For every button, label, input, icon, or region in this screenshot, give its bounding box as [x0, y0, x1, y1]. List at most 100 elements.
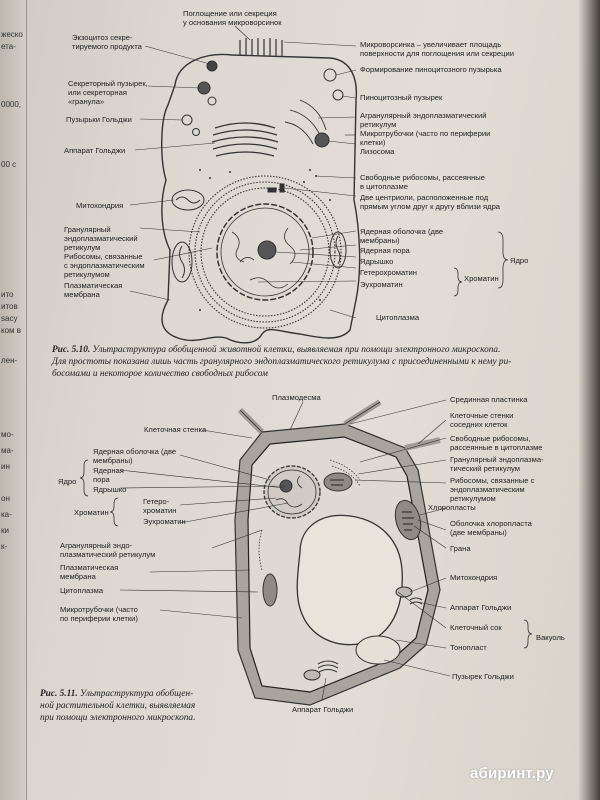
label-p-agranular-er-1: Агранулярный эндо-	[60, 541, 133, 550]
label-mitochondrion: Митохондрия	[76, 201, 123, 210]
leader-lines-511-right	[289, 399, 451, 701]
label-p-nuclear-pore-2: пора	[93, 475, 111, 484]
previous-page-fragment: sacy	[1, 314, 18, 323]
label-p-golgi: Аппарат Гольджи	[450, 603, 511, 612]
label-centrioles-1: Две центриоли, расположенные под	[360, 193, 489, 202]
label-plasma-membrane-1: Плазматическая	[64, 281, 122, 290]
label-nuclear-pore: Ядерная пора	[360, 246, 411, 255]
label-p-microtubules-2: по периферии клетки)	[60, 614, 138, 623]
nucleolus	[257, 240, 277, 260]
caption-fig510-line3: босомами и некоторое количество свободны…	[52, 369, 268, 379]
label-p-heterochromatin-1: Гетеро-	[143, 497, 170, 506]
previous-page-fragment: ма-	[1, 446, 14, 455]
previous-page-fragment: лен-	[1, 356, 18, 365]
label-exocytosis-2: тируемого продукта	[72, 42, 143, 51]
chromatin	[231, 227, 296, 289]
label-p-bound-ribosomes-3: ретикулумом	[450, 494, 496, 503]
label-chloroplast-envelope-1: Оболочка хлоропласта	[450, 519, 533, 528]
label-plasma-membrane-2: мембрана	[64, 290, 101, 299]
previous-page-fragment: ито	[1, 290, 14, 299]
previous-page-fragment: 0000,	[1, 100, 22, 109]
label-p-nucleolus: Ядрышко	[93, 485, 126, 494]
plant-cell-diagram	[79, 399, 533, 706]
free-ribosomes	[199, 169, 331, 311]
fig510-labels: Экзоцитоз секре- тируемого продукта Секр…	[64, 9, 528, 322]
label-p-free-ribosomes-1: Свободные рибосомы,	[450, 434, 530, 443]
golgi-apparatus	[211, 122, 279, 157]
label-adjacent-walls-2: соседних клеток	[450, 420, 508, 429]
label-bound-ribosomes-2: с эндоплазматическим	[64, 261, 145, 270]
label-granular-er-1: Гранулярный	[64, 225, 111, 234]
label-secretory-vesicle-2: или секреторная	[68, 88, 127, 97]
previous-page-fragment: ком в	[1, 326, 22, 335]
plant-nucleus	[263, 465, 321, 519]
label-agranular-er-2: ретикулум	[360, 120, 396, 129]
previous-page-fragment: ин	[1, 462, 10, 471]
label-golgi-vesicles: Пузырьки Гольджи	[66, 115, 132, 124]
label-p-granular-er-2: тический ретикулум	[450, 464, 520, 473]
fig511-labels: Плазмодесма Срединная пластинка Клеточна…	[58, 393, 565, 714]
label-bound-ribosomes-3: ретикулумом	[64, 270, 110, 279]
label-cell-wall: Клеточная стенка	[144, 425, 207, 434]
label-golgi-apparatus: Аппарат Гольджи	[64, 146, 125, 155]
caption-fig511-line3: при помощи электронного микроскопа.	[40, 713, 196, 723]
animal-cell-membrane	[161, 53, 361, 344]
label-p-mitochondrion: Митохондрия	[450, 573, 497, 582]
label-nuclear-envelope-2: мембраны)	[360, 236, 400, 245]
label-golgi-vesicle: Пузырек Гольджи	[452, 672, 514, 681]
agranular-er	[284, 99, 327, 145]
label-chloroplast-envelope-2: (две мембраны)	[450, 528, 507, 537]
label-tonoplast: Тонопласт	[450, 643, 487, 652]
caption-fig510: Рис. 5.10. Ультраструктура обобщенной жи…	[52, 344, 572, 380]
animal-nucleus	[216, 203, 314, 301]
label-p-nucleus: Ядро	[58, 477, 76, 486]
label-p-cytoplasm: Цитоплазма	[60, 586, 104, 595]
microvilli	[239, 38, 283, 56]
label-p-euchromatin: Эухроматин	[143, 517, 186, 526]
previous-page-fragment: итов	[1, 302, 18, 311]
caption-fig510-line2: Для простоты показана лишь часть грануля…	[52, 357, 512, 367]
label-lysosome: Лизосома	[360, 147, 395, 156]
label-golgi-bottom: Аппарат Гольджи	[292, 705, 353, 714]
label-p-plasma-membrane-2: мембрана	[60, 572, 97, 581]
label-p-nuclear-pore-1: Ядерная	[93, 466, 124, 475]
label-uptake-2: у основания микроворсинок	[183, 18, 282, 27]
label-p-nuclear-envelope-2: мембраны)	[93, 456, 133, 465]
book-spine-shadow	[578, 0, 600, 800]
label-granular-er-2: эндоплазматический	[64, 234, 138, 243]
label-cell-sap: Клеточный сок	[450, 623, 502, 632]
label-p-agranular-er-2: плазматический ретикулум	[60, 550, 155, 559]
label-nuclear-envelope-1: Ядерная оболочка (две	[360, 227, 443, 236]
label-agranular-er-1: Агранулярный эндоплазматический	[360, 111, 487, 120]
label-p-granular-er-1: Гранулярный эндоплазма-	[450, 455, 544, 464]
label-nucleus: Ядро	[510, 256, 528, 265]
previous-page-fragment: ета-	[1, 42, 16, 51]
label-chromatin: Хроматин	[464, 274, 499, 283]
previous-page-fragment: ки	[1, 526, 9, 535]
caption-fig510-title: Ультраструктура обобщенной животной клет…	[92, 345, 501, 355]
label-exocytosis-1: Экзоцитоз секре-	[72, 33, 133, 42]
leader-lines-511-left	[119, 429, 289, 619]
label-microtubules-1: Микротрубочки (часто по периферии	[360, 129, 490, 138]
label-bound-ribosomes-1: Рибосомы, связанные	[64, 252, 143, 261]
label-pinocytosis-formation: Формирование пиноцитозного пузырька	[360, 65, 502, 74]
previous-page-fragment: к-	[1, 542, 8, 551]
label-p-chromatin: Хроматин	[74, 508, 109, 517]
label-microtubules-2: клетки)	[360, 138, 386, 147]
label-p-nuclear-envelope-1: Ядерная оболочка (две	[93, 447, 176, 456]
label-p-plasma-membrane-1: Плазматическая	[60, 563, 118, 572]
chloroplasts	[262, 472, 422, 607]
animal-cell-diagram	[129, 25, 509, 344]
label-centrioles-2: прямым углом друг к другу вблизи ядра	[360, 202, 501, 211]
caption-fig511-line1: Ультраструктура обобщен-	[80, 689, 194, 699]
label-p-bound-ribosomes-2: эндоплазматическим	[450, 485, 525, 494]
plant-golgi	[317, 597, 423, 673]
leader-lines-510-left	[129, 45, 216, 301]
watermark: абиринт.ру	[470, 765, 554, 782]
caption-fig510-number: Рис. 5.10.	[52, 345, 91, 355]
label-pinocytic-vesicle: Пиноцитозный пузырек	[360, 93, 443, 102]
caption-fig511-number: Рис. 5.11.	[40, 689, 78, 699]
caption-fig511-line2: ной растительной клетки, выявляемая	[40, 701, 196, 711]
